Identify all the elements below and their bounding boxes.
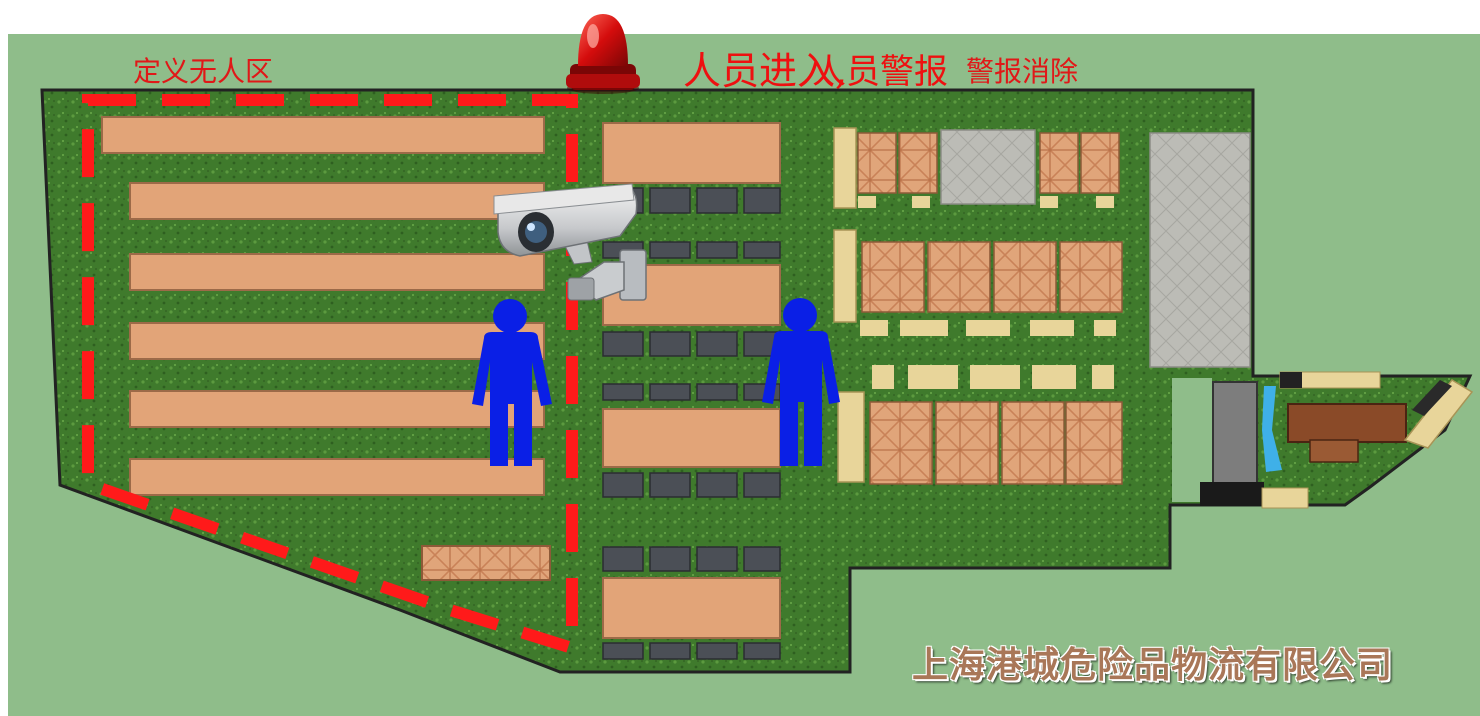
person-icon: [472, 299, 552, 466]
person-alarm-overlap-label: 人员警报: [812, 52, 948, 92]
person-icon: [762, 298, 840, 466]
small-crate-block: [421, 545, 551, 581]
cctv-camera-icon: [493, 183, 647, 301]
alarm-cleared-label: 警报消除: [966, 55, 1079, 88]
no-person-zone-label: 定义无人区: [133, 55, 274, 88]
site-notch: [1172, 378, 1212, 502]
right-storage-area: [833, 127, 1251, 485]
alarm-beacon-icon: [566, 14, 640, 94]
dark-pallet-blocks: [602, 187, 781, 660]
person-entry-alarm-label: 人员进入,: [683, 49, 848, 93]
long-warehouse-rows: [101, 116, 545, 496]
no-person-zone-outline: [82, 94, 578, 657]
annex-building: [1200, 371, 1474, 509]
company-name: 上海港城危险品物流有限公司: [912, 645, 1394, 686]
middle-warehouses: [602, 122, 781, 639]
